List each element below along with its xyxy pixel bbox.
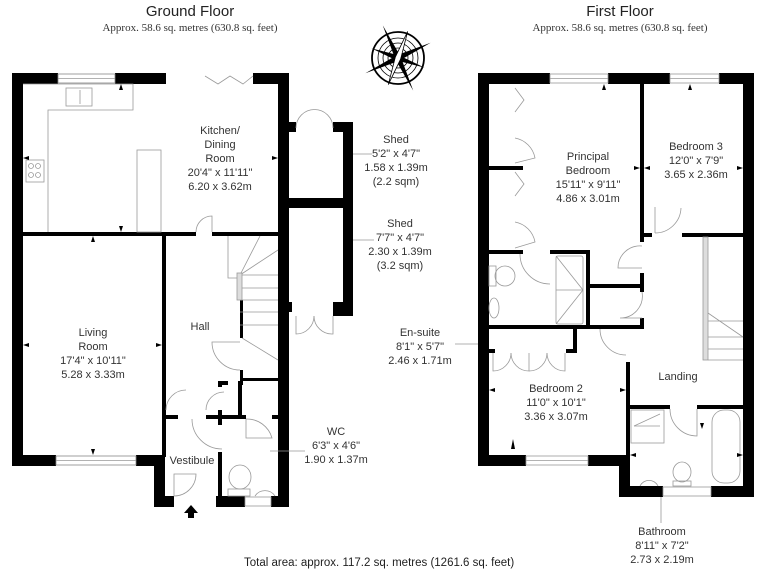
- total-area: Total area: approx. 117.2 sq. metres (12…: [244, 557, 515, 569]
- room-name: Dining: [204, 139, 236, 151]
- room-name: Principal: [566, 151, 610, 163]
- room-metric-dimensions: 2.46 x 1.71m: [388, 355, 452, 367]
- room-metric-dimensions: 3.36 x 3.07m: [524, 411, 588, 423]
- ground-floor-dimension-markers: [23, 84, 278, 455]
- room-label-vestibule: Vestibule: [164, 454, 220, 468]
- room-metric-dimensions: 3.65 x 2.36m: [664, 169, 728, 181]
- room-name: Shed: [383, 134, 409, 146]
- first-floor-plan: [478, 73, 754, 497]
- room-imperial-dimensions: 5'2" x 4'7": [371, 148, 421, 160]
- first-floor-title: First Floor: [586, 3, 654, 20]
- room-label-shed-2: Shed 7'7" x 4'7" 2.30 x 1.39m (3.2 sqm): [364, 217, 436, 273]
- room-imperial-dimensions: 12'0" x 7'9": [668, 155, 724, 167]
- first-floor-fixtures: [455, 73, 744, 523]
- room-metric-dimensions: 4.86 x 3.01m: [556, 193, 620, 205]
- room-name: Vestibule: [169, 455, 215, 467]
- room-area: (3.2 sqm): [376, 260, 424, 272]
- room-name: Hall: [190, 321, 210, 333]
- room-name: Bedroom: [565, 165, 611, 177]
- entrance-arrow-icon: [184, 505, 198, 518]
- ground-floor-fixtures: [23, 73, 374, 507]
- compass-rose-icon: [365, 25, 431, 91]
- room-name: Landing: [658, 371, 698, 383]
- first-floor-dimension-markers: [489, 84, 743, 457]
- room-label-landing: Landing: [650, 370, 706, 384]
- room-name: Kitchen/: [200, 125, 240, 137]
- room-label-bathroom: Bathroom 8'11" x 7'2" 2.73 x 2.19m: [622, 525, 702, 567]
- room-name: Room: [205, 153, 235, 165]
- room-metric-dimensions: 1.90 x 1.37m: [304, 454, 368, 466]
- room-metric-dimensions: 2.30 x 1.39m: [368, 246, 432, 258]
- room-metric-dimensions: 1.58 x 1.39m: [364, 162, 428, 174]
- room-label-shed-1: Shed 5'2" x 4'7" 1.58 x 1.39m (2.2 sqm): [360, 133, 432, 189]
- room-imperial-dimensions: 11'0" x 10'1": [526, 397, 586, 409]
- room-name: Room: [78, 341, 108, 353]
- room-imperial-dimensions: 15'11" x 9'11": [555, 179, 621, 191]
- room-name: Bathroom: [638, 526, 686, 538]
- room-label-wc: WC 6'3" x 4'6" 1.90 x 1.37m: [300, 425, 372, 467]
- room-name: Living: [78, 327, 108, 339]
- ground-floor-area: Approx. 58.6 sq. metres (630.8 sq. feet): [102, 22, 278, 34]
- ground-floor-title: Ground Floor: [145, 3, 235, 20]
- room-name: Shed: [387, 218, 413, 230]
- room-metric-dimensions: 6.20 x 3.62m: [188, 181, 252, 193]
- room-label-principal-bedroom: Principal Bedroom 15'11" x 9'11" 4.86 x …: [548, 150, 628, 206]
- room-label-hall: Hall: [180, 320, 220, 334]
- room-name: Bedroom 3: [669, 141, 723, 153]
- room-metric-dimensions: 5.28 x 3.33m: [61, 369, 125, 381]
- room-label-en-suite: En-suite 8'1" x 5'7" 2.46 x 1.71m: [384, 326, 456, 368]
- room-name: WC: [326, 426, 346, 438]
- room-imperial-dimensions: 8'11" x 7'2": [635, 540, 689, 552]
- room-imperial-dimensions: 17'4" x 10'11": [60, 355, 126, 367]
- room-metric-dimensions: 2.73 x 2.19m: [630, 554, 694, 566]
- room-name: En-suite: [399, 327, 441, 339]
- room-label-bedroom-3: Bedroom 3 12'0" x 7'9" 3.65 x 2.36m: [656, 140, 736, 182]
- room-imperial-dimensions: 7'7" x 4'7": [375, 232, 425, 244]
- room-name: Bedroom 2: [529, 383, 583, 395]
- room-label-bedroom-2: Bedroom 2 11'0" x 10'1" 3.36 x 3.07m: [516, 382, 596, 424]
- ground-floor-plan: [12, 73, 353, 507]
- room-imperial-dimensions: 8'1" x 5'7": [395, 341, 445, 353]
- room-area: (2.2 sqm): [372, 176, 420, 188]
- room-label-living-room: Living Room 17'4" x 10'11" 5.28 x 3.33m: [48, 326, 138, 382]
- room-imperial-dimensions: 6'3" x 4'6": [311, 440, 361, 452]
- room-label-kitchen-dining: Kitchen/ Dining Room 20'4" x 11'11" 6.20…: [180, 124, 260, 194]
- room-imperial-dimensions: 20'4" x 11'11": [187, 167, 253, 179]
- first-floor-area: Approx. 58.6 sq. metres (630.8 sq. feet): [532, 22, 708, 34]
